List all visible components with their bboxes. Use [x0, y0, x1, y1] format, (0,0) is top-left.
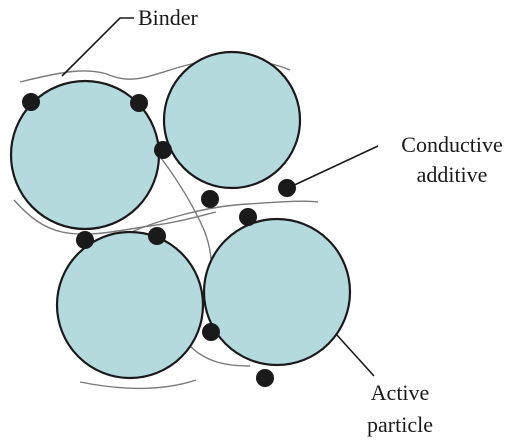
conductive-additive-label-line1: Conductive: [401, 132, 502, 157]
binder-strand: [117, 200, 319, 239]
active-particle-circle: [55, 230, 205, 380]
conductive-additive-dot: [130, 94, 148, 112]
conductive-additive-dot: [154, 141, 172, 159]
conductive-additive-dot: [202, 323, 220, 341]
conductive-additive-leader-line: [287, 145, 379, 189]
labels: Binder Conductive additive Active partic…: [138, 5, 503, 437]
conductive-additive-dot: [256, 369, 274, 387]
binder-strand: [13, 199, 217, 235]
conductive-additive-dots: [22, 93, 296, 387]
active-particle-leader-line: [335, 333, 375, 377]
binder-leader-line: [61, 17, 134, 77]
conductive-additive-dot: [278, 179, 296, 197]
binder-label: Binder: [138, 5, 199, 30]
conductive-additive-dot: [148, 227, 166, 245]
conductive-additive-dot: [201, 190, 219, 208]
leader-lines: [61, 17, 379, 377]
conductive-additive-dot: [239, 208, 257, 226]
active-particle-circle: [162, 50, 302, 190]
active-particle-label-line2: particle: [367, 412, 433, 437]
binder-strand: [189, 345, 251, 367]
conductive-additive-dot: [22, 93, 40, 111]
active-particle-label-line1: Active: [371, 380, 430, 405]
conductive-additive-dot: [76, 231, 94, 249]
binder-strand: [79, 379, 197, 390]
conductive-additive-label-line2: additive: [417, 162, 488, 187]
active-particle-circle: [202, 217, 352, 367]
